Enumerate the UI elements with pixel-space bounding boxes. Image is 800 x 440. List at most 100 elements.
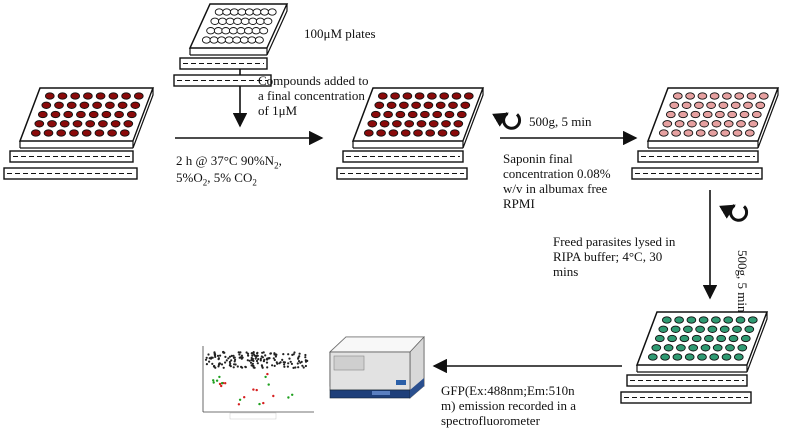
plate-well bbox=[453, 120, 464, 128]
plate-well bbox=[114, 110, 124, 119]
plate-well bbox=[81, 129, 92, 137]
scatter-point bbox=[255, 355, 258, 358]
scatter-point bbox=[260, 355, 263, 358]
scatter-point bbox=[301, 364, 304, 367]
plate-well bbox=[437, 129, 448, 137]
scatter-point bbox=[293, 351, 296, 354]
scatter-point bbox=[288, 357, 291, 360]
scatter-point bbox=[211, 362, 214, 365]
scatter-point bbox=[268, 357, 271, 360]
scatter-point bbox=[253, 366, 256, 369]
scatter-point bbox=[222, 366, 225, 369]
plate-well bbox=[739, 110, 750, 119]
plate-well bbox=[105, 101, 115, 109]
scatter-point bbox=[217, 365, 220, 368]
plate-well bbox=[420, 110, 430, 119]
scatter-point bbox=[238, 353, 241, 356]
scatter-point bbox=[224, 361, 227, 364]
plate-well bbox=[697, 353, 707, 361]
scatter-point bbox=[219, 354, 222, 357]
plate-well bbox=[43, 129, 54, 137]
scatter-point bbox=[241, 366, 244, 369]
plate-well bbox=[451, 92, 462, 100]
scatter-point bbox=[292, 366, 295, 369]
plate-well bbox=[727, 110, 738, 119]
plate-well bbox=[239, 36, 249, 44]
plate-well bbox=[439, 92, 450, 100]
scatter-point bbox=[255, 388, 258, 392]
plate-well bbox=[225, 17, 235, 25]
plate-well bbox=[712, 344, 723, 352]
label-compounds-line1: Compounds added to bbox=[258, 73, 369, 88]
scatter-point bbox=[251, 362, 254, 365]
plate-well bbox=[735, 316, 746, 324]
plate-well bbox=[98, 120, 108, 128]
scatter-point bbox=[250, 356, 253, 360]
plate-stack-start bbox=[3, 87, 155, 180]
scatter-point bbox=[233, 360, 236, 363]
plate-well bbox=[259, 27, 269, 35]
scatter-point bbox=[208, 360, 211, 363]
scatter-point bbox=[224, 382, 227, 385]
plate-well bbox=[674, 120, 685, 128]
label-lysis-line1: Freed parasites lysed in bbox=[553, 234, 676, 249]
scatter-point bbox=[282, 353, 285, 356]
label-lysis-line3: mins bbox=[553, 264, 579, 279]
plate-well bbox=[456, 110, 467, 119]
label-gfp-line1: GFP(Ex:488nm;Em:510n bbox=[441, 383, 575, 398]
plate-well bbox=[416, 120, 427, 128]
plate-well bbox=[744, 129, 755, 137]
plate-well bbox=[110, 120, 121, 128]
plate-well bbox=[674, 316, 684, 324]
plate-well bbox=[658, 325, 669, 333]
plate-well bbox=[699, 120, 710, 128]
plate-well bbox=[363, 129, 374, 137]
scatter-point bbox=[205, 356, 208, 359]
plate-well bbox=[709, 92, 720, 100]
plate-well bbox=[658, 129, 669, 137]
plate-well bbox=[698, 316, 709, 324]
scatter-point bbox=[233, 356, 236, 359]
scatter-point bbox=[243, 396, 246, 399]
plate-well bbox=[700, 344, 711, 352]
plate-well bbox=[252, 8, 262, 16]
plate-well bbox=[411, 101, 421, 109]
plate-well bbox=[44, 92, 55, 100]
scatter-point bbox=[220, 382, 224, 385]
plate-well bbox=[47, 120, 57, 128]
scatter-point bbox=[228, 360, 231, 364]
plate-well bbox=[254, 36, 264, 44]
scatter-point bbox=[232, 354, 235, 357]
plate-well bbox=[392, 120, 402, 128]
scatter-point bbox=[274, 355, 277, 358]
plate-well bbox=[222, 8, 232, 16]
scatter-point bbox=[304, 356, 307, 359]
scatter-point bbox=[304, 360, 308, 363]
label-incubation-line2: 5%O2, 5% CO2 bbox=[176, 170, 257, 188]
scatter-point bbox=[252, 351, 255, 354]
plate-well bbox=[661, 316, 672, 324]
plate-well bbox=[402, 92, 413, 100]
plate-well bbox=[676, 344, 686, 352]
plate-well bbox=[432, 110, 443, 119]
plate-well bbox=[400, 129, 411, 137]
scatter-point bbox=[266, 366, 269, 369]
plate-well bbox=[407, 110, 418, 119]
scatter-point bbox=[229, 362, 232, 365]
plate-well bbox=[744, 325, 755, 333]
scatter-point bbox=[254, 357, 257, 360]
scatter-point bbox=[225, 359, 228, 362]
plate-well bbox=[427, 92, 437, 100]
label-saponin-line1: Saponin final bbox=[503, 151, 573, 166]
scatter-point bbox=[222, 350, 225, 354]
scatter-point bbox=[212, 379, 215, 382]
scatter-point bbox=[267, 383, 270, 386]
scatter-point bbox=[282, 361, 285, 364]
plate-well bbox=[377, 92, 388, 100]
circular-arrow-icon bbox=[492, 112, 522, 130]
scatter-point bbox=[273, 353, 276, 356]
plate-well bbox=[751, 110, 762, 119]
plate-well bbox=[70, 92, 81, 100]
plate-well bbox=[107, 129, 117, 137]
scatter-point bbox=[262, 401, 265, 405]
